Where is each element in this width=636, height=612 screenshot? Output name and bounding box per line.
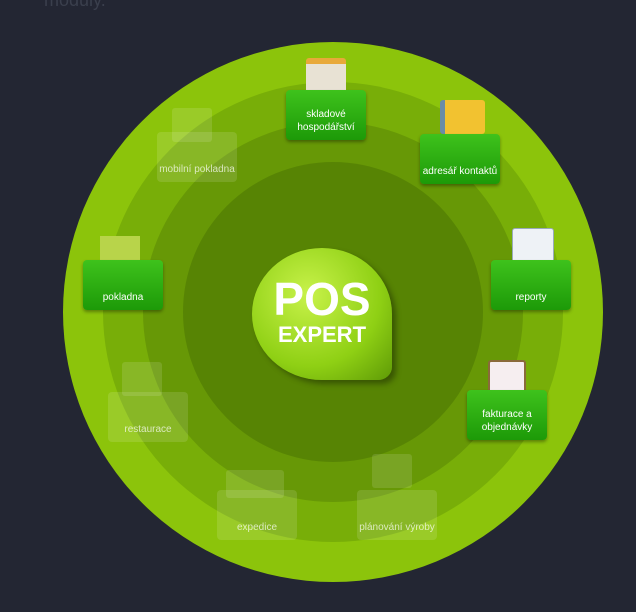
module-reporty[interactable]: reporty (491, 260, 571, 310)
report-sheet-icon (512, 228, 554, 264)
delivery-truck-icon (226, 470, 284, 498)
module-restaurace[interactable]: restaurace (108, 392, 188, 442)
restaurant-icon (122, 362, 162, 396)
module-pokladna[interactable]: pokladna (83, 260, 163, 310)
module-skladove-hospodarstvi[interactable]: skladové hospodářství (286, 90, 366, 140)
mobile-devices-icon (172, 108, 212, 142)
module-expedice[interactable]: expedice (217, 490, 297, 540)
intro-text: moduly. (44, 0, 106, 10)
production-chart-icon (372, 454, 412, 488)
pos-expert-logo: POS EXPERT (252, 248, 392, 380)
module-planovani-vyroby[interactable]: plánování výroby (357, 490, 437, 540)
logo-line2: EXPERT (277, 322, 367, 347)
module-mobilni-pokladna[interactable]: mobilní pokladna (157, 132, 237, 182)
module-adresar-kontaktu[interactable]: adresář kontaktů (420, 134, 500, 184)
address-book-icon (440, 100, 485, 134)
module-fakturace-objednavky[interactable]: fakturace a objednávky (467, 390, 547, 440)
logo-line1: POS (273, 273, 371, 325)
